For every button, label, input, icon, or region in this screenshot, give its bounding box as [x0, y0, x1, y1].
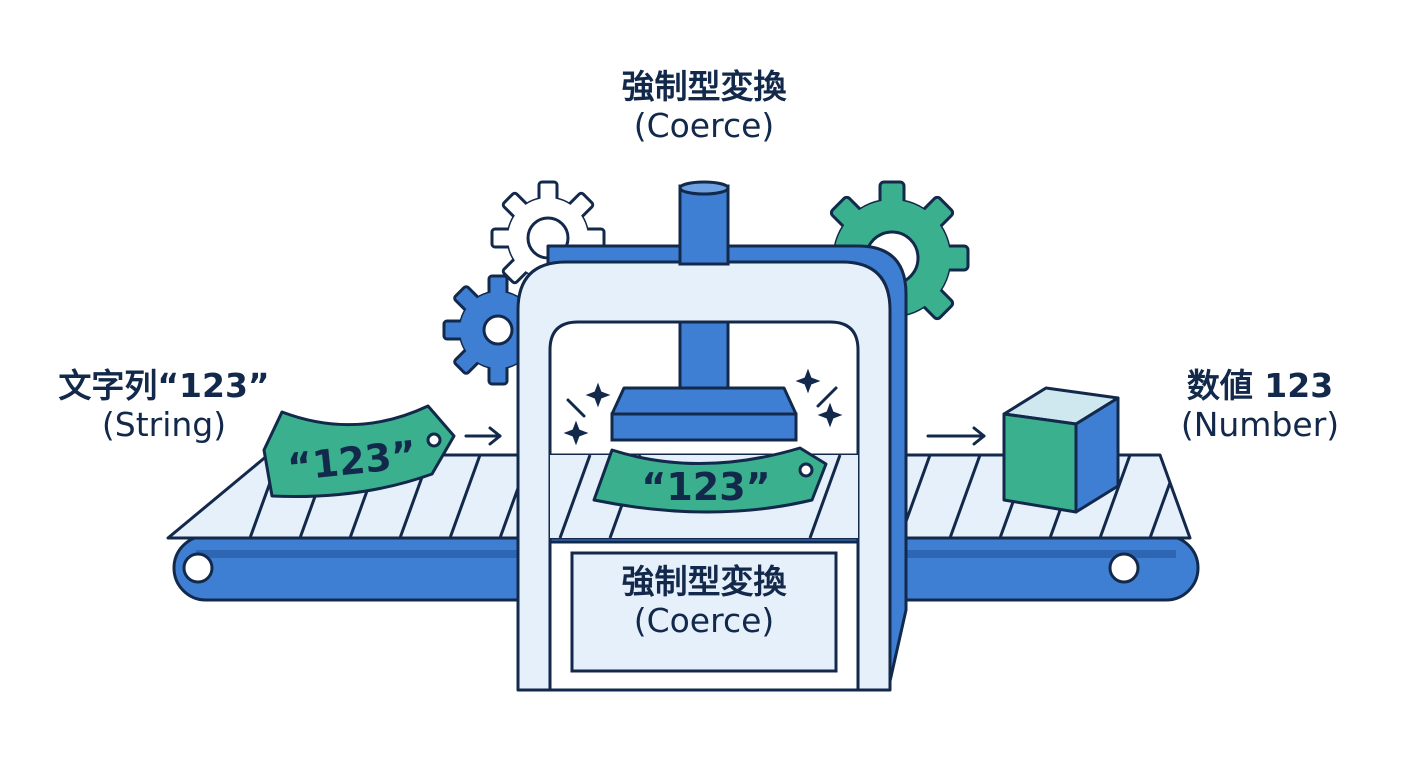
- belt-pulley-left: [182, 552, 214, 584]
- press-piston-top: [678, 184, 730, 266]
- press-frame: [516, 260, 892, 692]
- input-type-label: (String): [101, 404, 227, 444]
- press-plate-top: [610, 386, 798, 416]
- processing-string-tag: “123”: [592, 446, 828, 514]
- machine-title: 強制型変換: [621, 67, 787, 106]
- sparkle-icon-right: [795, 368, 843, 428]
- input-string-tag: “123”: [262, 404, 456, 499]
- cube-icon: [1002, 386, 1120, 514]
- sparkle-icon-left: [563, 382, 611, 446]
- press-piston-rod: [678, 320, 730, 390]
- output-label: 数値 123: [1186, 366, 1334, 405]
- output-label-block: 数値 123 (Number): [1140, 366, 1380, 445]
- press-plate: [610, 412, 798, 442]
- press-panel: [570, 551, 838, 673]
- cube-front: [1002, 412, 1078, 514]
- machine-panel-label: 強制型変換 (Coerce): [573, 562, 835, 641]
- machine-panel-title: 強制型変換: [621, 562, 787, 601]
- machine-subtitle: (Coerce): [633, 105, 775, 145]
- arrow-right-icon-input: [464, 426, 502, 446]
- processing-tag-text: “123”: [641, 465, 770, 509]
- arrow-right-icon-output: [926, 426, 986, 446]
- cube-side: [1074, 396, 1120, 514]
- machine-title-block: 強制型変換 (Coerce): [504, 67, 904, 146]
- output-type-label: (Number): [1180, 404, 1340, 444]
- input-label-block: 文字列“123” (String): [34, 366, 294, 445]
- machine-panel-subtitle: (Coerce): [633, 600, 775, 640]
- belt-pulley-right: [1108, 552, 1140, 584]
- input-label: 文字列“123”: [58, 366, 270, 405]
